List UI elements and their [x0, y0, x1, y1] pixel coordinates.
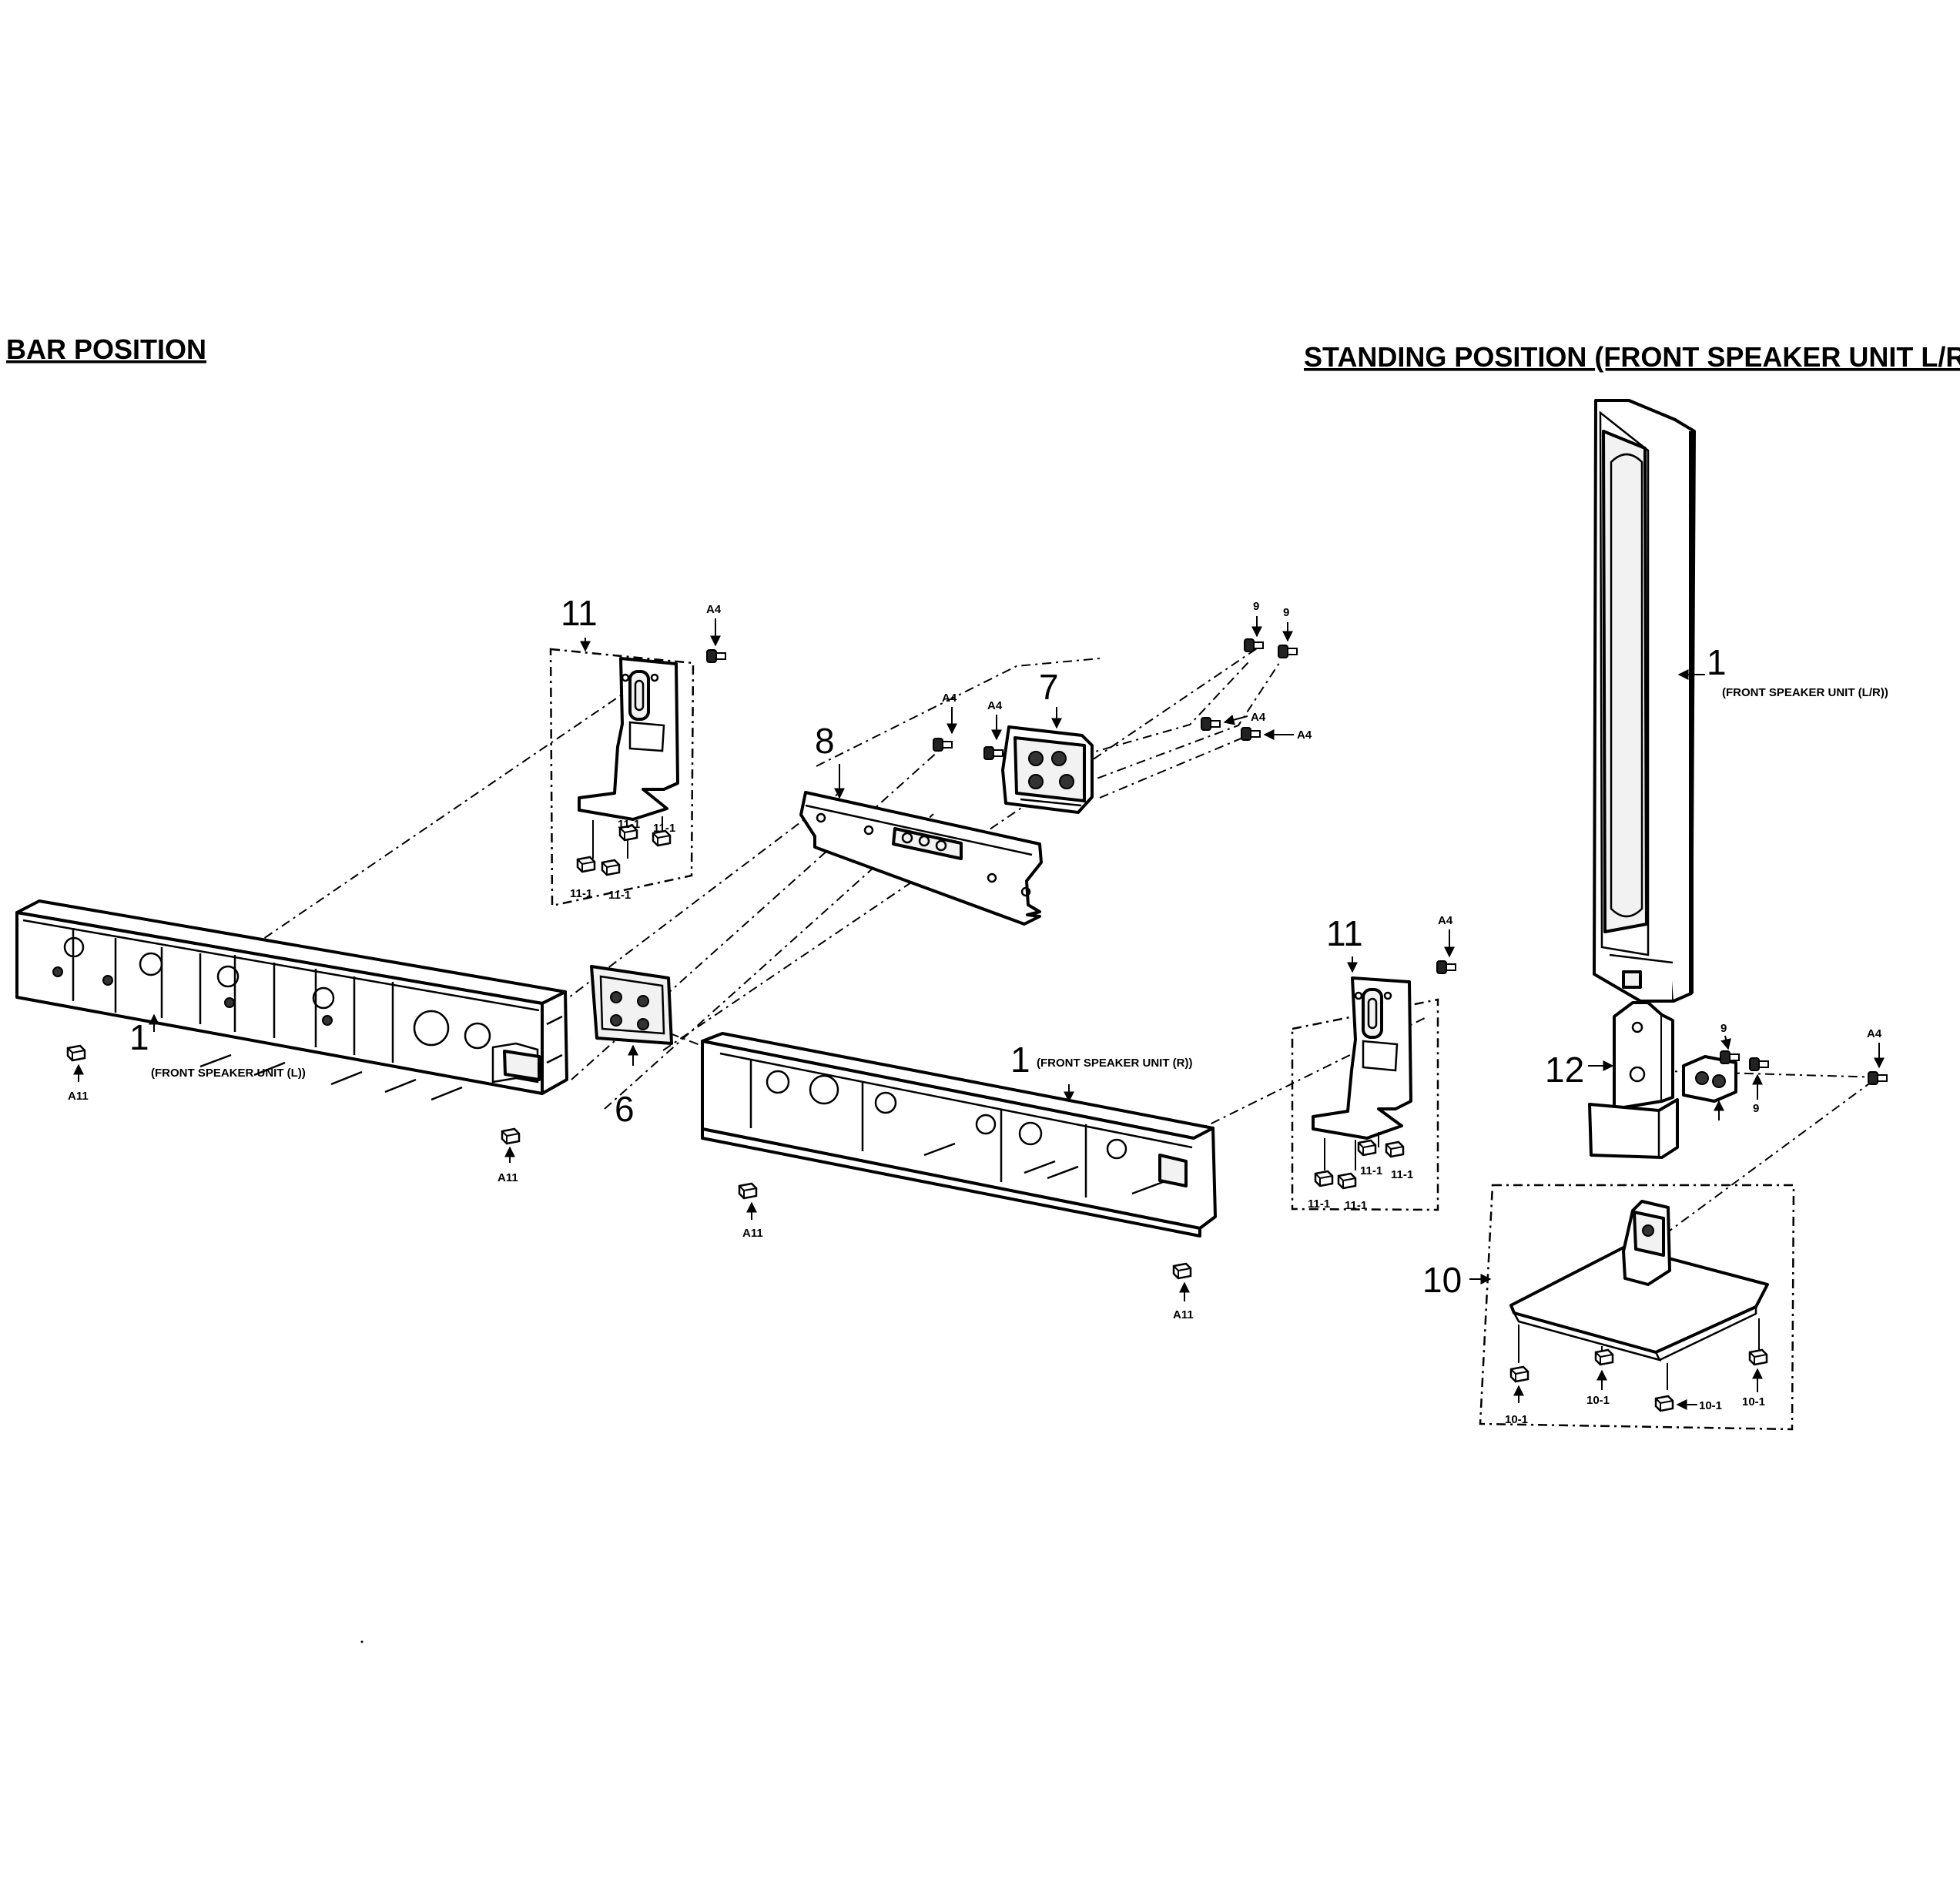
callout-9-3: 9: [1720, 1022, 1727, 1035]
callout-a4-6: A4: [1438, 914, 1453, 927]
front-speaker-unit-standing: [1593, 399, 1696, 1003]
callout-8: 8: [815, 721, 835, 761]
callout-1-left: 1: [129, 1017, 149, 1057]
callout-9-2: 9: [1283, 606, 1289, 619]
front-speaker-unit-right: [701, 1032, 1217, 1238]
callout-a4-4: A4: [1251, 711, 1266, 724]
callout-a11-2: A11: [498, 1171, 518, 1184]
callout-12: 12: [1545, 1050, 1584, 1090]
caption-front-speaker-r: (FRONT SPEAKER UNIT (R)): [1037, 1057, 1193, 1070]
callout-9-4: 9: [1753, 1102, 1759, 1115]
svg-text:11-1: 11-1: [653, 822, 675, 835]
svg-text:10-1: 10-1: [1742, 1395, 1765, 1408]
svg-text:10-1: 10-1: [1699, 1399, 1722, 1412]
wall-bracket-lower: [1291, 976, 1439, 1211]
wall-bracket-upper: [549, 648, 695, 907]
terminal-plate: [590, 965, 673, 1045]
callout-a4-1: A4: [706, 603, 722, 616]
callout-a4-3: A4: [987, 699, 1003, 712]
callout-11-upper: 11: [561, 593, 598, 633]
column-mount: [1588, 1001, 1679, 1159]
svg-text:11-1: 11-1: [570, 887, 592, 900]
standing-position-heading: STANDING POSITION (FRONT SPEAKER UNIT L/…: [1304, 341, 1960, 373]
callout-11-lower: 11: [1326, 913, 1363, 953]
callout-a4-5: A4: [1297, 728, 1312, 742]
callout-1-standing: 1: [1707, 642, 1727, 682]
callout-7: 7: [1039, 667, 1059, 707]
speck: [360, 1640, 364, 1643]
callout-a4-7: A4: [1867, 1027, 1882, 1040]
svg-text:11-1: 11-1: [1391, 1168, 1413, 1181]
callout-a11-3: A11: [742, 1227, 763, 1240]
callout-6: 6: [615, 1089, 635, 1129]
callout-a11-1: A11: [68, 1090, 89, 1103]
svg-text:11-1: 11-1: [1345, 1199, 1367, 1212]
svg-text:11-1: 11-1: [1308, 1197, 1330, 1211]
bar-position-heading: BAR POSITION: [6, 333, 206, 365]
column-bracket: [1682, 1055, 1737, 1103]
caption-front-speaker-l: (FRONT SPEAKER UNIT (L)): [151, 1067, 306, 1080]
terminal-bracket: [1001, 725, 1094, 814]
svg-text:10-1: 10-1: [1505, 1413, 1528, 1426]
svg-text:11-1: 11-1: [608, 889, 631, 902]
callout-10-1-group: 10-1 10-1 10-1 10-1: [1505, 1368, 1765, 1426]
caption-front-speaker-lr: (FRONT SPEAKER UNIT (L/R)): [1722, 686, 1888, 699]
callout-11-1-group-upper: 11-1 11-1 11-1 11-1: [570, 818, 675, 902]
callout-9-1: 9: [1253, 600, 1259, 613]
callout-a4-2: A4: [942, 692, 957, 705]
svg-text:11-1: 11-1: [1360, 1164, 1382, 1177]
svg-text:10-1: 10-1: [1586, 1394, 1610, 1407]
mounting-plate: [799, 791, 1043, 926]
svg-text:11-1: 11-1: [618, 818, 640, 831]
callout-a11-4: A11: [1173, 1308, 1194, 1321]
front-speaker-unit-left: [15, 899, 568, 1101]
callout-1-right: 1: [1010, 1040, 1030, 1080]
callout-11-1-group-lower: 11-1 11-1 11-1 11-1: [1308, 1164, 1413, 1212]
callout-10: 10: [1422, 1260, 1462, 1300]
floor-stand-base: [1479, 1184, 1795, 1431]
